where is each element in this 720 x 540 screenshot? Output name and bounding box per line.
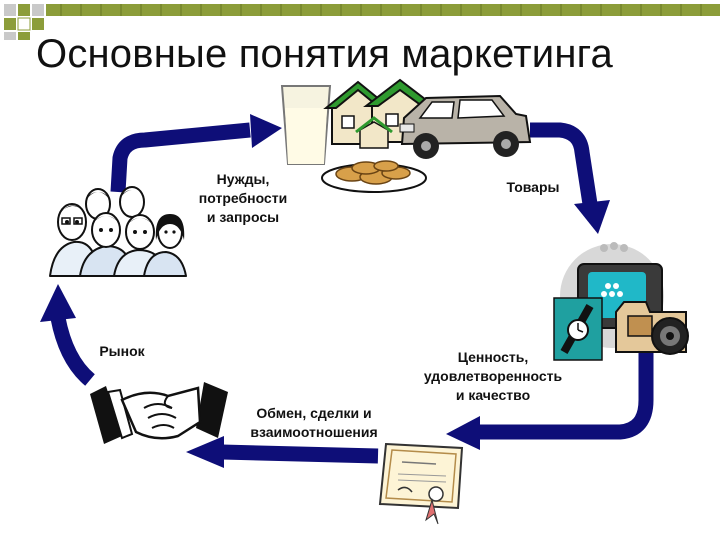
arrow-handshake-to-people	[50, 316, 96, 386]
arrow-market-to-needs	[110, 122, 251, 193]
arrowhead-market	[186, 436, 224, 468]
label-value: Ценность, удовлетворенность и качество	[398, 348, 588, 405]
label-value-line-1: Ценность,	[457, 349, 529, 365]
arrowhead-needs	[250, 114, 282, 148]
people-group-icon	[49, 186, 187, 277]
label-goods: Товары	[506, 179, 560, 195]
label-needs-line-3: и запросы	[206, 209, 280, 225]
arrowhead-exchange	[446, 416, 480, 450]
label-needs-line-2: потребности	[198, 190, 288, 206]
label-exchange: Обмен, сделки и взаимоотношения	[226, 404, 402, 442]
arrowhead-people	[40, 284, 76, 322]
tv-camera-watch-icon	[553, 242, 689, 361]
food-house-car-icon	[280, 78, 532, 193]
arrow-exchange-to-market	[221, 444, 379, 464]
certificate-icon	[378, 442, 464, 525]
slide-title: Основные понятия маркетинга	[36, 32, 613, 76]
label-value-line-3: и качество	[455, 387, 531, 403]
label-value-line-2: удовлетворенность	[423, 368, 563, 384]
label-exchange-line-2: взаимоотношения	[250, 424, 378, 440]
label-needs-line-1: Нужды,	[216, 171, 270, 187]
decorative-squares	[4, 4, 720, 40]
arrowhead-value	[574, 200, 610, 234]
label-needs: Нужды, потребности и запросы	[178, 170, 308, 227]
arrow-value-to-exchange	[478, 340, 654, 440]
label-exchange-line-1: Обмен, сделки и	[256, 405, 372, 421]
arrow-goods-to-value	[530, 122, 598, 206]
handshake-icon	[90, 382, 228, 444]
label-market: Рынок	[99, 343, 145, 359]
